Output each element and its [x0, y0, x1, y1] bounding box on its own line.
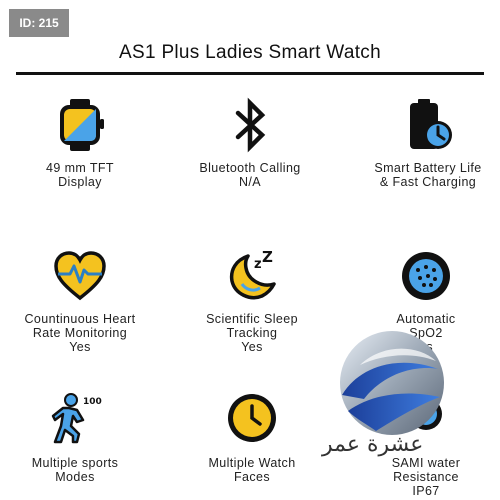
svg-text:z: z: [254, 257, 262, 272]
sports-counter: 100: [83, 397, 102, 407]
page-title: AS1 Plus Ladies Smart Watch: [119, 42, 381, 63]
feature-label-line: N/A: [238, 175, 262, 189]
feature-label-line: Countinuous Heart: [24, 312, 136, 326]
svg-text:Z: Z: [262, 248, 273, 266]
watermark-logo-icon: [340, 331, 444, 435]
feature-battery: Smart Battery Life & Fast Charging: [348, 97, 500, 189]
feature-label-line: Smart Battery Life: [374, 161, 482, 175]
feature-label-line: SpO2: [409, 326, 443, 340]
feature-heart-rate: Countinuous Heart Rate Monitoring Yes: [0, 248, 160, 354]
feature-label-line: & Fast Charging: [379, 175, 477, 189]
feature-label-line: Yes: [69, 340, 91, 354]
feature-label-line: Display: [58, 175, 102, 189]
watermark-text: عشرة عمر: [322, 432, 424, 457]
feature-label-line: 49 mm TFT: [46, 161, 114, 175]
feature-label-line: Resistance: [393, 470, 459, 484]
feature-label-line: Tracking: [226, 326, 278, 340]
watch-face-icon: [228, 394, 276, 442]
feature-label-line: Rate Monitoring: [32, 326, 128, 340]
feature-label-line: Multiple Watch: [208, 456, 296, 470]
feature-display: 49 mm TFT Display: [0, 97, 160, 189]
feature-label-line: Faces: [233, 470, 271, 484]
sleep-icon: z Z: [229, 248, 276, 300]
feature-label-line: Bluetooth Calling: [199, 161, 301, 175]
feature-label-line: IP67: [412, 484, 440, 498]
feature-label-line: Automatic: [396, 312, 456, 326]
battery-clock-icon: [410, 99, 452, 149]
bluetooth-icon: [235, 97, 266, 153]
sports-icon: 100: [51, 393, 102, 444]
feature-spo2: Automatic SpO2 es: [346, 248, 500, 354]
feature-label-line: SAMI water: [391, 456, 461, 470]
feature-sleep: z Z Scientific Sleep Tracking Yes: [172, 248, 332, 354]
watch-icon: [60, 99, 104, 151]
feature-label-line: Multiple sports: [31, 456, 119, 470]
feature-bluetooth: Bluetooth Calling N/A: [170, 97, 330, 189]
id-badge: ID: 215: [9, 9, 69, 37]
spo2-icon: [402, 252, 450, 300]
title-divider: [16, 72, 484, 75]
feature-label-line: Scientific Sleep: [206, 312, 298, 326]
feature-watch-faces: Multiple Watch Faces: [172, 392, 332, 484]
feature-label-line: Modes: [55, 470, 95, 484]
heart-rate-icon: [54, 251, 106, 301]
feature-sports: 100 Multiple sports Modes: [0, 392, 155, 484]
feature-label-line: Yes: [241, 340, 263, 354]
